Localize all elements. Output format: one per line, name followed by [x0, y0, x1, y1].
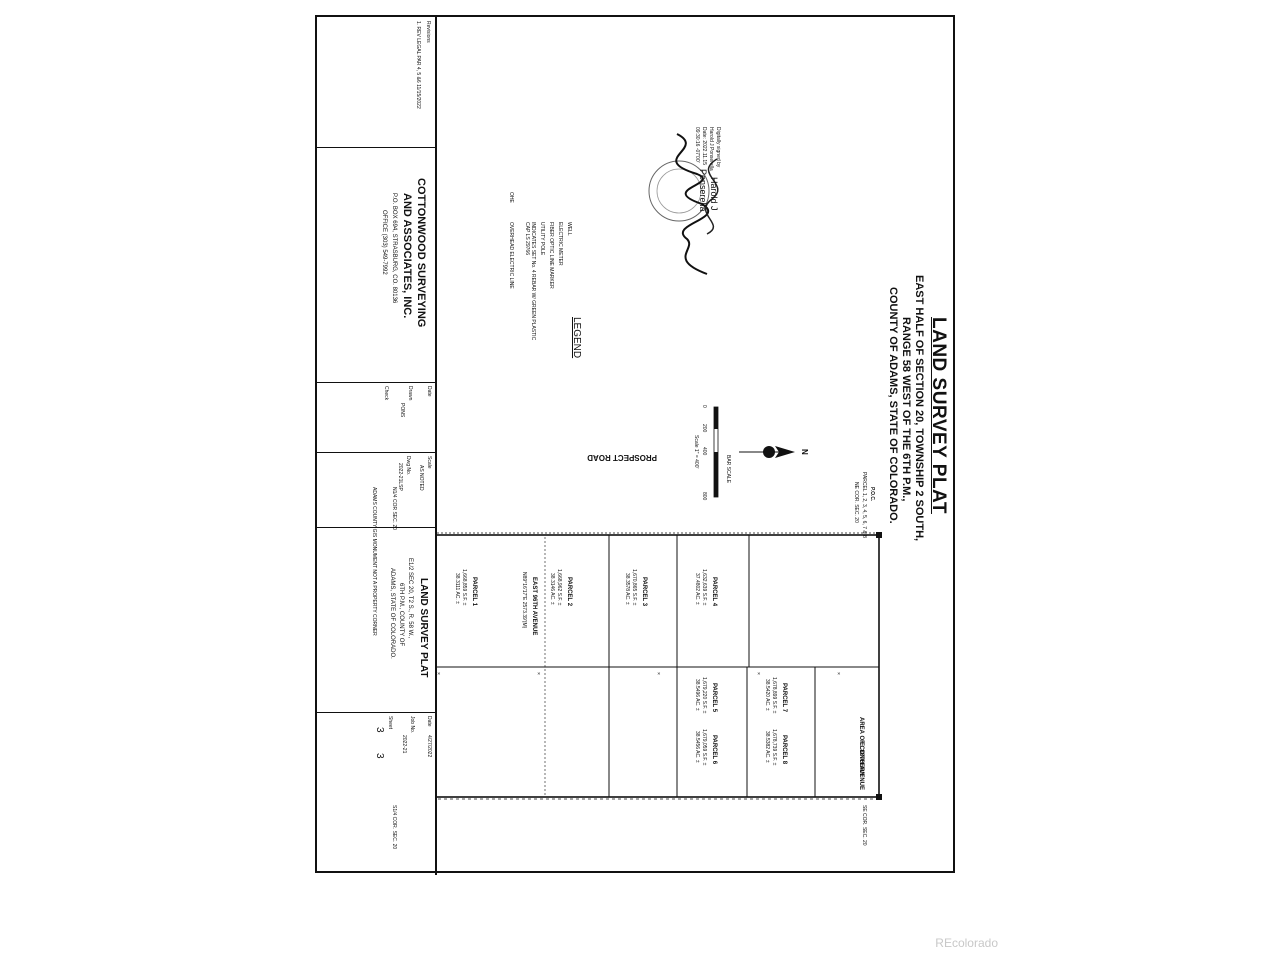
- tb-revision-1: 1. REV LEGAL PAR 4, 5 &6 11/15/2022: [415, 21, 421, 109]
- parcel-2-sf: 1,668,962 S.F. ±: [556, 569, 562, 606]
- parcel-5-ac: 38.5496 AC. ±: [694, 679, 700, 711]
- tb-office: OFFICE (303) 549-7992: [381, 210, 387, 275]
- tb-job-value: 2022-21: [401, 735, 407, 754]
- tb-address: P.O. BOX 694, STRASBURG, CO. 80136: [391, 193, 397, 304]
- svg-text:×: ×: [655, 672, 661, 675]
- tb-drawn-label: Drawn: [407, 386, 413, 401]
- parcel-7-label: PARCEL 7: [781, 683, 787, 713]
- parcel-4-ac: 37.4802 AC. ±: [694, 573, 700, 605]
- parcel-6-sf: 1,679,059 S.F. ±: [701, 729, 707, 766]
- tb-sheet-value: 3: [374, 727, 385, 733]
- tb-sheet-title: LAND SURVEY PLAT E1/2 SEC 20, T2 S., R. …: [315, 527, 435, 712]
- tb-location-1: E1/2 SEC 20, T2 S., R. 58 W.,: [407, 558, 413, 639]
- svg-text:×: ×: [755, 672, 761, 675]
- title-block: Revisions 1. REV LEGAL PAR 4, 5 &6 11/15…: [315, 17, 437, 875]
- ne-corner-note: NE COR. SEC. 20: [853, 482, 859, 523]
- survey-plat-sheet: LAND SURVEY PLAT EAST HALF OF SECTION 20…: [315, 15, 957, 875]
- bar-scale: [713, 406, 719, 498]
- watermark-recolorado: REcolorado: [935, 936, 998, 950]
- tb-date-label-2: Date: [426, 716, 432, 727]
- parcel-1-label: PARCEL 1: [471, 577, 477, 607]
- surveyor-seal: [648, 133, 719, 275]
- parcel-map: × × × × ×: [437, 532, 882, 800]
- parcel-8-ac: 38.5382 AC. ±: [764, 731, 770, 763]
- parcel-7-sf: 1,678,899 S.F. ±: [771, 677, 777, 714]
- tb-location-2: 6TH P.M., COUNTY OF: [398, 583, 404, 647]
- tb-revisions-label: Revisions: [425, 21, 431, 43]
- tb-scale: Scale AS NOTED Dwg No. 2022-21LSP: [315, 452, 435, 527]
- tb-drawn: Date Drawn PONS Check: [315, 382, 435, 452]
- tb-sheet-label: Sheet: [387, 716, 393, 730]
- north-arrow-icon: [739, 446, 795, 458]
- parcel-5-sf: 1,679,220 S.F. ±: [701, 677, 707, 714]
- tb-scale-value: AS NOTED: [418, 465, 424, 491]
- poc-parcels: PARCEL 1, 2, 3, 4, 5, 6, 7 & 8: [861, 472, 867, 538]
- parcel-8-sf: 1,678,739 S.F. ±: [771, 729, 777, 766]
- east-96th-avenue-label: EAST 96TH AVENUE: [531, 577, 537, 636]
- parcel-1-ac: 38.3111 AC. ±: [454, 573, 460, 604]
- se-corner-note: SE COR. SEC. 20: [861, 805, 867, 846]
- svg-text:×: ×: [437, 672, 441, 675]
- prospect-road-label: PROSPECT ROAD: [587, 453, 657, 462]
- parcel-8-label: PARCEL 8: [781, 735, 787, 765]
- parcel-3-sf: 1,670,865 S.F. ±: [631, 569, 637, 606]
- parcel-1-sf: 1,668,859 S.F. ±: [461, 569, 467, 606]
- parcel-4-label: PARCEL 4: [711, 577, 717, 607]
- plat-rotated-content: LAND SURVEY PLAT EAST HALF OF SECTION 20…: [315, 17, 957, 875]
- parcel-7-ac: 38.5420 AC. ±: [764, 679, 770, 711]
- tb-company-name: COTTONWOOD SURVEYING: [415, 178, 427, 328]
- tb-job-label: Job No.: [409, 716, 415, 734]
- parcel-2-ac: 38.3146 AC. ±: [549, 573, 555, 605]
- parcel-4-sf: 1,632,639 S.F. ±: [701, 569, 707, 606]
- svg-text:×: ×: [835, 672, 841, 675]
- tb-of-value: 3: [374, 753, 385, 759]
- tb-check-label: Check: [383, 386, 389, 401]
- east-96th-distance: N89°16'17"E 2573.39'(M): [521, 572, 527, 629]
- tb-company: COTTONWOOD SURVEYING AND ASSOCIATES, INC…: [315, 147, 435, 382]
- tb-company-name-2: AND ASSOCIATES, INC.: [401, 193, 413, 319]
- parcel-2-label: PARCEL 2: [566, 577, 572, 607]
- e88-avenue-label: E. 88TH AVENUE: [858, 742, 864, 791]
- parcel-3-ac: 38.3578 AC. ±: [624, 573, 630, 605]
- tb-dwg-label: Dwg No.: [405, 456, 411, 476]
- parcel-5-label: PARCEL 5: [711, 683, 717, 713]
- svg-text:×: ×: [535, 672, 541, 675]
- parcel-6-label: PARCEL 6: [711, 735, 717, 765]
- tb-dwg-value: 2022-21LSP: [397, 463, 403, 491]
- tb-drawn-value: PONS: [399, 403, 405, 418]
- poc-label: P.O.C.: [869, 487, 875, 502]
- tb-location-3: ADAMS, STATE OF COLORADO.: [389, 568, 395, 659]
- tb-date-value: 4/27/2022: [426, 735, 432, 758]
- tb-scale-label: Scale: [426, 456, 432, 469]
- tb-job: Date 4/27/2022 Job No. 2022-21 Sheet 3 3: [315, 712, 435, 875]
- tb-revisions: Revisions 1. REV LEGAL PAR 4, 5 &6 11/15…: [315, 17, 435, 147]
- parcel-6-ac: 38.5456 AC. ±: [694, 731, 700, 763]
- parcel-3-label: PARCEL 3: [641, 577, 647, 607]
- tb-date-label: Date: [426, 386, 432, 397]
- tb-sheet-title-text: LAND SURVEY PLAT: [418, 578, 429, 678]
